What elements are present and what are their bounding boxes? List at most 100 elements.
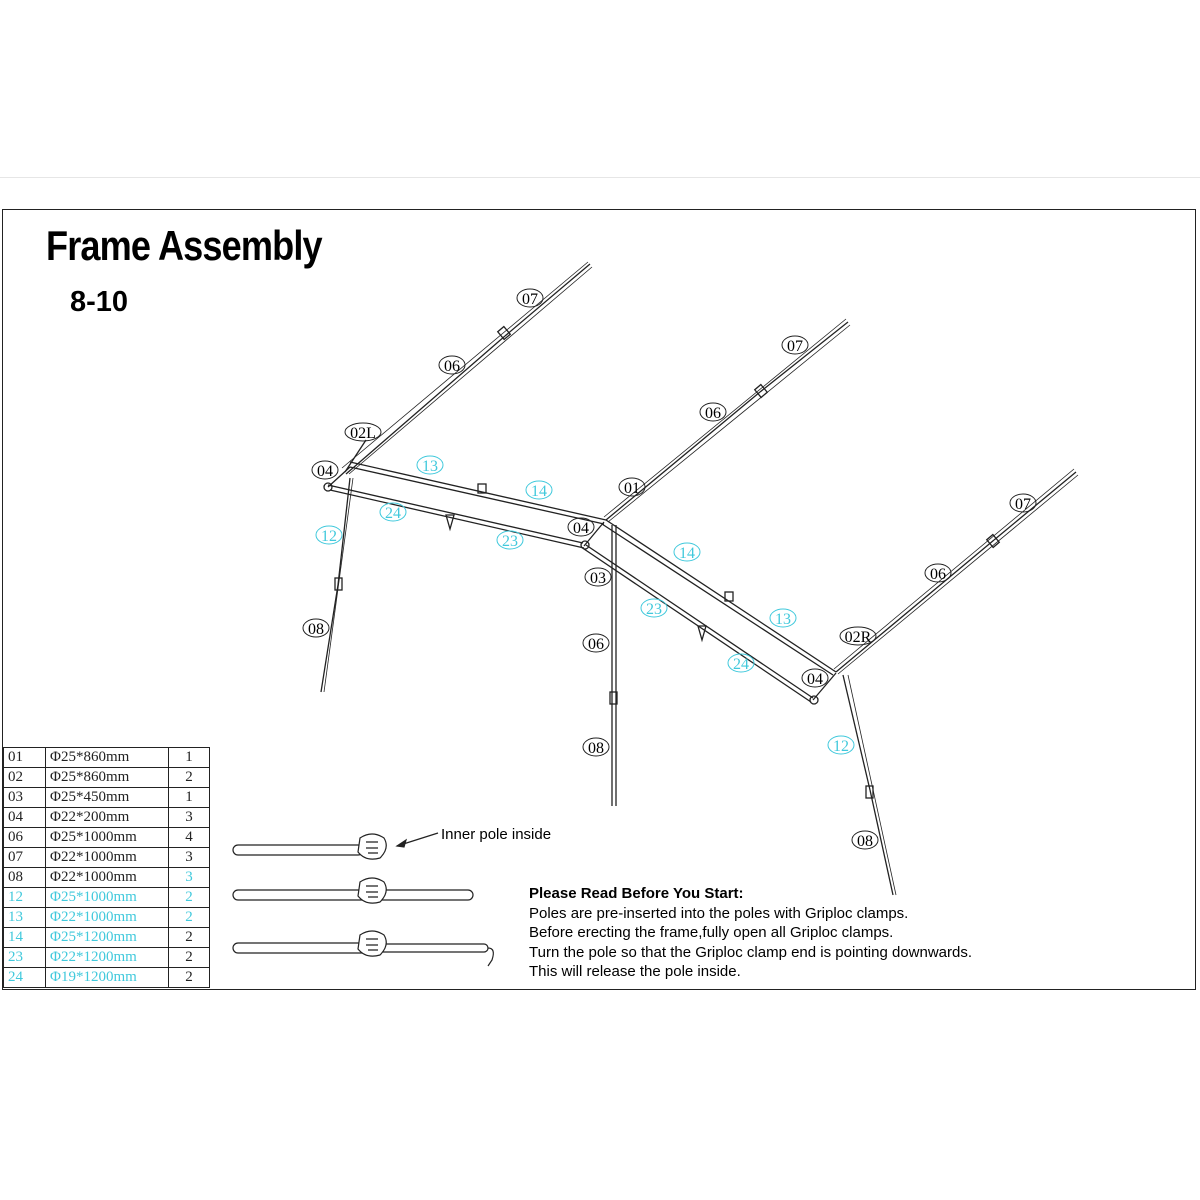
svg-text:24: 24 — [733, 656, 749, 673]
svg-text:02L: 02L — [350, 425, 376, 442]
callout-23-left: 23 — [496, 530, 524, 550]
part-spec: Φ22*200mm — [45, 807, 169, 828]
pole-06-left — [345, 335, 506, 475]
svg-text:02R: 02R — [845, 629, 872, 646]
part-number: 01 — [3, 747, 46, 768]
part-spec: Φ25*860mm — [45, 767, 169, 788]
callout-02L: 02L — [344, 422, 382, 442]
griploc-detail — [232, 832, 494, 967]
callout-12-right: 12 — [827, 735, 855, 755]
instructions-heading: Please Read Before You Start: — [529, 885, 744, 902]
callout-23-right: 23 — [640, 598, 668, 618]
part-number: 14 — [3, 927, 46, 948]
svg-text:06: 06 — [588, 636, 604, 653]
part-quantity: 3 — [168, 867, 210, 888]
callout-02R: 02R — [839, 626, 877, 646]
pole-04-left — [327, 466, 351, 488]
part-quantity: 1 — [168, 747, 210, 768]
part-number: 13 — [3, 907, 46, 928]
svg-text:24: 24 — [385, 505, 401, 522]
pole-02R — [835, 539, 995, 673]
part-number: 03 — [3, 787, 46, 808]
svg-text:23: 23 — [502, 533, 518, 550]
callout-14-left: 14 — [525, 480, 553, 500]
callout-07-mid: 07 — [781, 335, 809, 355]
pole-12-left — [337, 477, 351, 586]
page-title: Frame Assembly — [46, 222, 323, 269]
svg-text:06: 06 — [705, 405, 721, 422]
callout-04-left: 04 — [311, 460, 339, 480]
inner-pole-label: Inner pole inside — [441, 826, 552, 843]
callout-06-leg: 06 — [582, 633, 610, 653]
callout-06-left: 06 — [438, 355, 466, 375]
pole-02L — [344, 439, 367, 473]
svg-text:12: 12 — [833, 738, 849, 755]
part-spec: Φ25*1000mm — [45, 887, 169, 908]
callout-14-right: 14 — [673, 542, 701, 562]
callout-12-left: 12 — [315, 525, 343, 545]
part-quantity: 4 — [168, 827, 210, 848]
pole-12-right — [842, 674, 871, 791]
part-spec: Φ22*1200mm — [45, 947, 169, 968]
instruction-line: This will release the pole inside. — [529, 963, 741, 980]
callout-24-left: 24 — [379, 502, 407, 522]
pole-14-13-right — [601, 519, 837, 676]
part-number: 06 — [3, 827, 46, 848]
model-subtitle: 8-10 — [70, 286, 129, 318]
part-spec: Φ22*1000mm — [45, 867, 169, 888]
part-quantity: 2 — [168, 947, 210, 968]
svg-text:12: 12 — [321, 528, 337, 545]
part-spec: Φ22*1000mm — [45, 907, 169, 928]
part-number: 08 — [3, 867, 46, 888]
callout-13-right: 13 — [769, 608, 797, 628]
callout-04-mid: 04 — [567, 517, 595, 537]
svg-text:01: 01 — [624, 480, 640, 497]
instructions: Please Read Before You Start: Poles are … — [529, 884, 972, 982]
svg-text:04: 04 — [807, 671, 823, 688]
part-number: 12 — [3, 887, 46, 908]
pole-01 — [605, 391, 761, 521]
svg-text:03: 03 — [590, 570, 606, 587]
part-number: 23 — [3, 947, 46, 968]
part-spec: Φ22*1000mm — [45, 847, 169, 868]
svg-text:04: 04 — [317, 463, 333, 480]
part-quantity: 2 — [168, 887, 210, 908]
svg-text:14: 14 — [531, 483, 547, 500]
svg-text:13: 13 — [422, 458, 438, 475]
svg-text:07: 07 — [787, 338, 803, 355]
callout-07-right: 07 — [1009, 493, 1037, 513]
svg-text:08: 08 — [588, 740, 604, 757]
part-number: 02 — [3, 767, 46, 788]
callout-08-right: 08 — [851, 830, 879, 850]
callout-04-right: 04 — [801, 668, 829, 688]
svg-text:13: 13 — [775, 611, 791, 628]
callout-24-right: 24 — [727, 653, 755, 673]
instruction-line: Turn the pole so that the Griploc clamp … — [529, 943, 973, 961]
callout-01: 01 — [618, 477, 646, 497]
svg-text:06: 06 — [930, 566, 946, 583]
instruction-line: Before erecting the frame,fully open all… — [529, 924, 894, 941]
svg-text:23: 23 — [646, 601, 662, 618]
pole-04-right — [812, 672, 837, 701]
svg-text:04: 04 — [573, 520, 589, 537]
pole-08-right — [869, 789, 894, 896]
part-spec: Φ25*1200mm — [45, 927, 169, 948]
part-spec: Φ25*1000mm — [45, 827, 169, 848]
callout-08-mid: 08 — [582, 737, 610, 757]
svg-text:06: 06 — [444, 358, 460, 375]
pole-08-left — [320, 584, 339, 693]
part-spec: Φ25*860mm — [45, 747, 169, 768]
part-quantity: 2 — [168, 907, 210, 928]
pole-07-mid — [759, 321, 849, 393]
pole-03-06-08-mid — [611, 525, 617, 806]
svg-text:08: 08 — [857, 833, 873, 850]
